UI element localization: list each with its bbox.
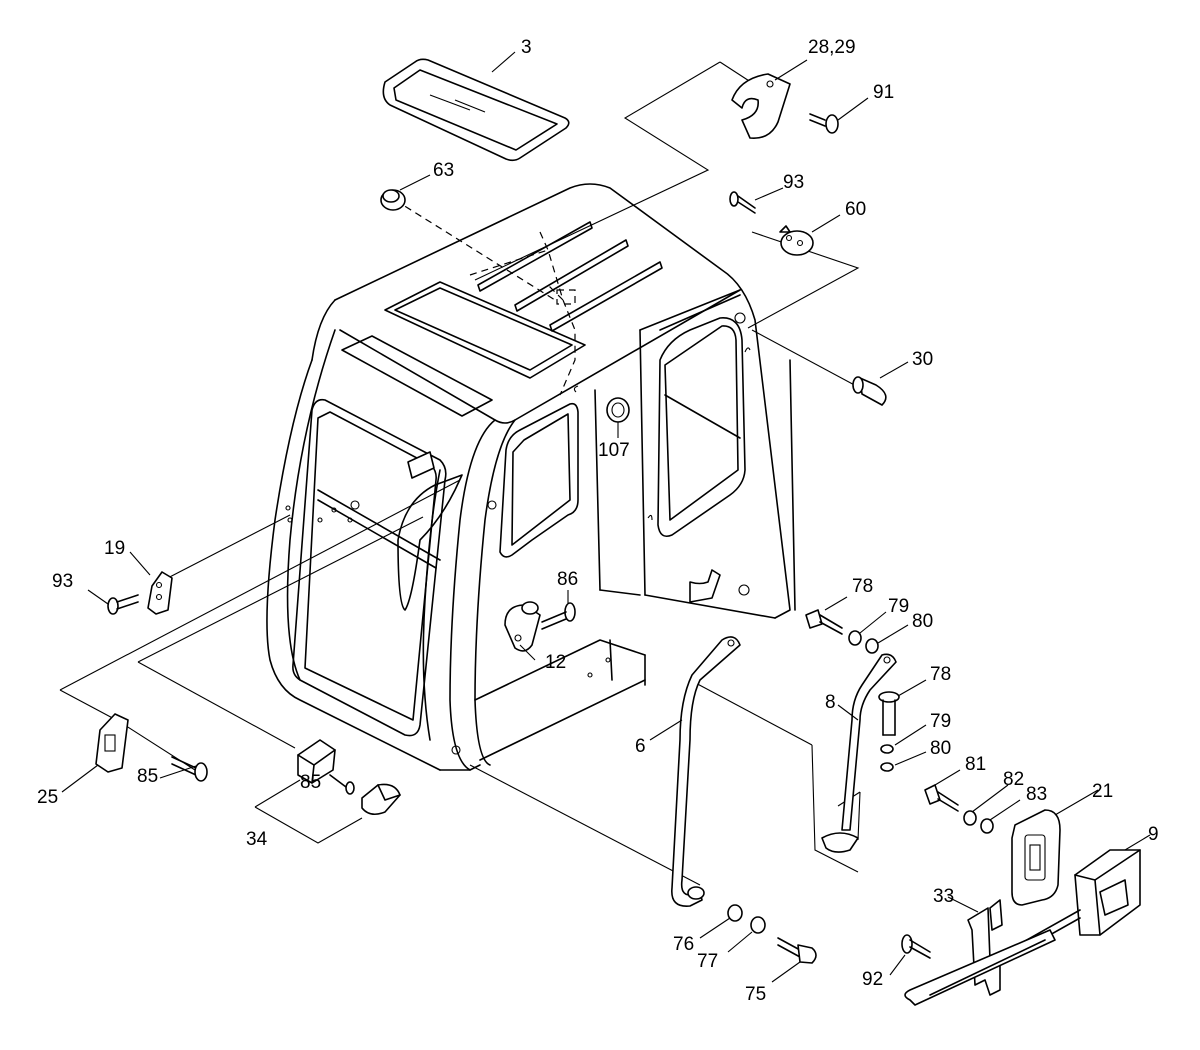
assembly-lines [59,61,861,886]
part-78-bolt-lower [878,691,900,736]
callout-85-left: 85 [137,766,158,787]
part-76-washer [727,904,743,922]
part-8-handrail [821,653,897,853]
callout-25: 25 [37,787,58,808]
callout-75: 75 [745,984,766,1005]
callout-28-29: 28,29 [808,37,856,58]
callout-63: 63 [433,160,454,181]
callout-34: 34 [246,829,268,850]
callout-6: 6 [635,736,646,757]
callout-80-upper: 80 [912,611,933,632]
callout-78-upper: 78 [852,576,873,597]
part-78-bolt-upper [805,609,843,635]
callout-80-lower: 80 [930,738,951,759]
part-82-washer [963,810,977,826]
callout-91: 91 [873,82,894,103]
callout-92: 92 [862,969,883,990]
callout-82: 82 [1003,769,1024,790]
part-21-plate [1011,809,1061,906]
callout-9: 9 [1148,824,1159,845]
part-80-washer-upper [865,638,879,654]
callout-93-top: 93 [783,172,804,193]
callout-60: 60 [845,199,866,220]
part-28-29-cover [731,73,791,139]
part-107-grommet [606,397,630,423]
part-30-stopper [852,376,887,406]
callout-93-left: 93 [52,571,73,592]
part-93-screw-left [107,594,139,615]
cab-frame [266,183,796,771]
part-75-bolt [777,937,817,964]
callout-8: 8 [825,692,836,713]
part-85-screw-center [329,774,355,795]
callout-81: 81 [965,754,986,775]
part-93-screw-top [729,191,756,214]
part-60-plate [779,225,814,256]
callout-77: 77 [697,951,718,972]
part-12-bracket [504,601,541,652]
part-34-striker [297,739,401,816]
part-63-plug [380,189,406,211]
callout-19: 19 [104,538,125,559]
callout-79-upper: 79 [888,596,909,617]
part-91-bolt [809,113,839,134]
part-6-handrail [671,636,741,907]
part-85-screw-left [171,756,208,782]
callout-76: 76 [673,934,694,955]
part-33-bracket [904,899,1056,1006]
callout-labels: 3 28,29 91 63 93 60 30 107 19 93 86 12 7… [37,37,1159,1005]
callout-78-lower: 78 [930,664,951,685]
callout-21: 21 [1092,781,1113,802]
part-80-washer-lower [880,762,894,772]
part-92-bolt [901,934,931,959]
part-83-washer [980,818,994,834]
part-77-washer [750,916,766,934]
part-3-roof-glass [382,58,570,162]
part-86-bolt [541,602,576,630]
callout-12: 12 [545,652,566,673]
callout-3: 3 [521,37,532,58]
callout-85-center: 85 [300,772,321,793]
callout-83: 83 [1026,784,1047,805]
part-25-latch-plate [95,713,129,773]
part-79-washer-lower [880,744,894,754]
callout-33: 33 [933,886,954,907]
callout-79-lower: 79 [930,711,951,732]
part-79-washer-upper [848,630,862,646]
part-81-bolt [924,784,959,812]
callout-107: 107 [598,440,630,461]
callout-86: 86 [557,569,578,590]
leader-lines [61,51,1151,983]
callout-30: 30 [912,349,933,370]
part-19-plate [147,571,173,615]
